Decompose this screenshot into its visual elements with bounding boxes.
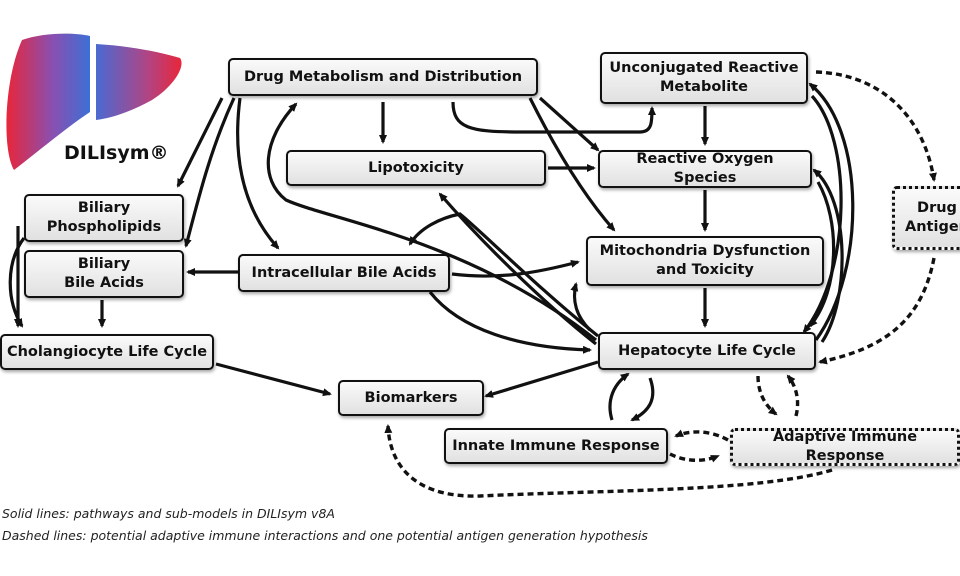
arrow-innate-immune-to-hepatocyte xyxy=(608,372,630,421)
arrow-dmd-to-intracellular-bile-acids xyxy=(236,97,280,250)
arrow-cholangiocyte-to-biomarkers xyxy=(215,362,332,397)
arrow-dmd-to-biliary-phospholipids xyxy=(176,97,224,188)
arrow-hepatocyte-to-metabolite xyxy=(808,82,855,341)
arrow-dmd-to-ros xyxy=(538,96,600,152)
arrow-hepatocyte-to-biomarkers xyxy=(484,360,599,398)
node-biomarkers[interactable]: Biomarkers xyxy=(338,380,484,416)
node-biliary-phospholipids[interactable]: Biliary Phospholipids xyxy=(24,194,184,242)
arrow-biliary-phospholipids-to-cholangiocyte xyxy=(8,237,26,328)
arrow-metabolite-to-hepatocyte xyxy=(802,94,843,334)
node-ros[interactable]: Reactive Oxygen Species xyxy=(598,150,812,188)
node-drug-antigen[interactable]: Drug Antigen xyxy=(892,186,960,250)
arrow-hepatocyte-to-lipotoxicity xyxy=(438,192,597,346)
brand-name: DILIsym® xyxy=(64,142,169,164)
legend-dashed-lines: Dashed lines: potential adaptive immune … xyxy=(2,528,648,543)
node-drug-metabolism[interactable]: Drug Metabolism and Distribution xyxy=(228,58,538,96)
arrow-dmd-to-unconjugated-metabolite xyxy=(451,101,656,134)
dashed-arrow-hepatocyte-to-adaptive xyxy=(756,375,778,416)
node-adaptive-immune[interactable]: Adaptive Immune Response xyxy=(730,428,960,466)
node-cholangiocyte[interactable]: Cholangiocyte Life Cycle xyxy=(0,334,214,370)
node-intracellular-bile-acids[interactable]: Intracellular Bile Acids xyxy=(238,254,450,292)
node-unconjugated-metabolite[interactable]: Unconjugated Reactive Metabolite xyxy=(600,52,808,104)
node-lipotoxicity[interactable]: Lipotoxicity xyxy=(286,150,546,186)
arrow-dmd-to-biliary-bile-acids xyxy=(183,97,236,248)
arrow-hepatocyte-to-dmd xyxy=(266,102,597,342)
arrow-hepatocyte-to-innate-immune xyxy=(630,377,655,422)
legend-solid-lines: Solid lines: pathways and sub-models in … xyxy=(2,506,335,521)
dashed-arrow-metabolite-to-antigen xyxy=(815,70,937,182)
arrow-intracellular-to-mitochondria xyxy=(451,259,580,278)
dashed-arrow-antigen-to-hepatocyte xyxy=(818,257,936,365)
dashed-arrow-adaptive-to-innate xyxy=(674,429,729,442)
dashed-arrow-adaptive-to-hepatocyte xyxy=(786,374,800,417)
node-hepatocyte[interactable]: Hepatocyte Life Cycle xyxy=(598,332,816,370)
arrow-intracellular-to-hepatocyte xyxy=(428,291,592,354)
arrow-hepatocyte-to-mitochondria xyxy=(570,282,592,332)
node-mitochondria[interactable]: Mitochondria Dysfunction and Toxicity xyxy=(586,236,824,286)
node-biliary-bile-acids[interactable]: Biliary Bile Acids xyxy=(24,250,184,298)
node-innate-immune[interactable]: Innate Immune Response xyxy=(444,428,668,464)
dashed-arrow-innate-to-adaptive xyxy=(669,452,720,463)
